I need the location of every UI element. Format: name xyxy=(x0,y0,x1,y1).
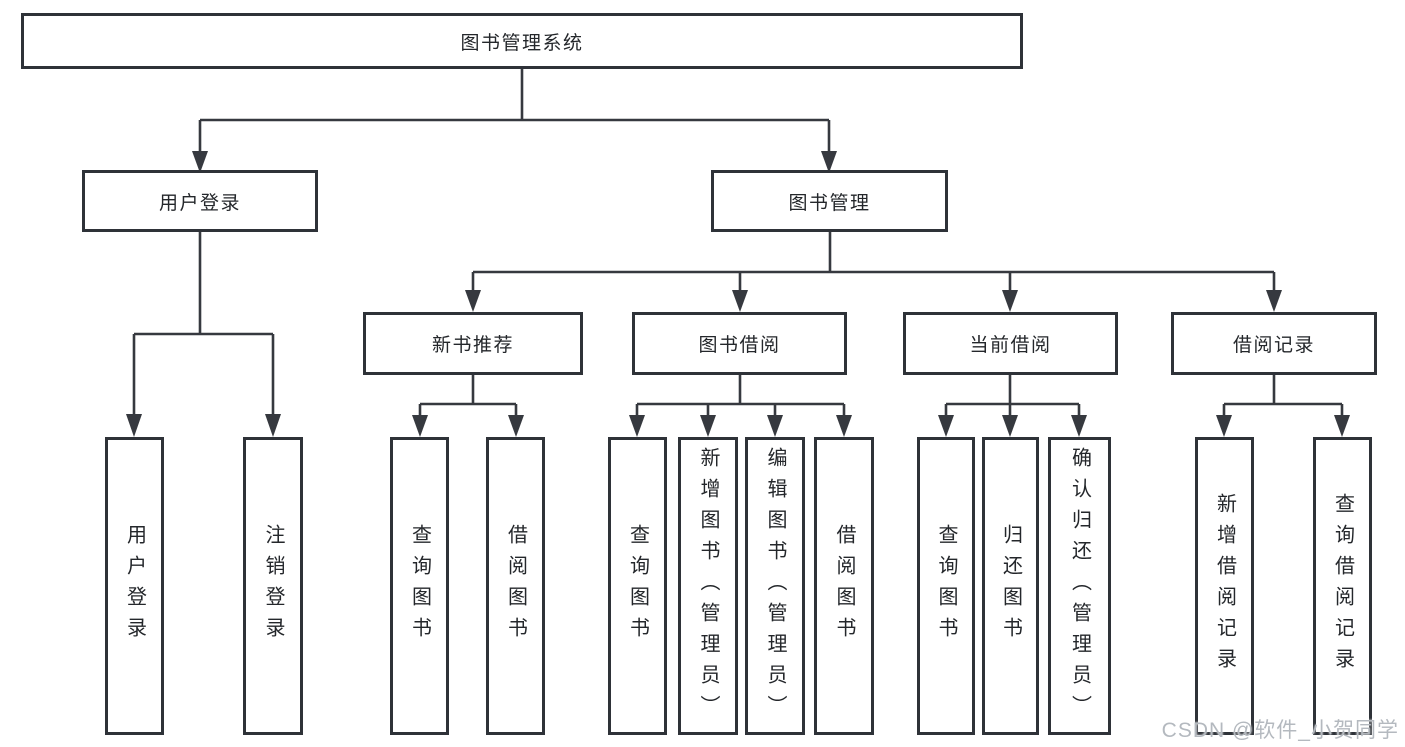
node-library-management-system: 图书管理系统 xyxy=(21,13,1023,69)
node-book-management: 图书管理 xyxy=(711,170,948,232)
node-label: 借阅图书 xyxy=(504,524,527,648)
leaf-edit-book-admin: 编辑图书（管理员） xyxy=(745,437,805,735)
node-label: 注销登录 xyxy=(262,524,284,648)
node-borrowing-records: 借阅记录 xyxy=(1171,312,1377,375)
node-label: 新书推荐 xyxy=(431,335,514,356)
node-label: 图书借阅 xyxy=(698,335,781,356)
node-label: 图书管理 xyxy=(788,192,871,214)
node-label: 新增借阅记录 xyxy=(1213,493,1236,679)
node-label: 用户登录 xyxy=(123,524,146,648)
node-label: 编辑图书（管理员） xyxy=(764,446,786,726)
connector-current-borrowing-to-leaves xyxy=(938,375,1087,437)
connector-book-management-to-level3 xyxy=(465,232,1282,312)
node-label: 查询借阅记录 xyxy=(1331,493,1354,679)
leaf-add-book-admin: 新增图书（管理员） xyxy=(678,437,738,735)
connector-book-borrowing-to-leaves xyxy=(629,375,852,437)
connector-new-book-recommendation-to-leaves xyxy=(412,375,524,437)
node-label: 归还图书 xyxy=(999,524,1022,648)
node-current-borrowing: 当前借阅 xyxy=(903,312,1118,375)
node-user-login: 用户登录 xyxy=(82,170,318,232)
connector-user-login-to-leaves xyxy=(126,232,281,437)
node-new-book-recommendation: 新书推荐 xyxy=(363,312,583,375)
node-label: 借阅记录 xyxy=(1232,335,1315,356)
leaf-query-books-borrowing: 查询图书 xyxy=(608,437,667,735)
leaf-add-borrow-record: 新增借阅记录 xyxy=(1195,437,1254,735)
connector-borrowing-records-to-leaves xyxy=(1216,375,1350,437)
node-label: 确认归还（管理员） xyxy=(1068,446,1091,726)
leaf-user-login: 用户登录 xyxy=(105,437,164,735)
node-book-borrowing: 图书借阅 xyxy=(632,312,847,375)
leaf-return-books: 归还图书 xyxy=(982,437,1039,735)
node-label: 查询图书 xyxy=(408,524,431,648)
node-label: 新增图书（管理员） xyxy=(697,446,719,726)
connector-root-to-level2 xyxy=(192,69,837,173)
leaf-logout: 注销登录 xyxy=(243,437,303,735)
leaf-borrow-books-recommendation: 借阅图书 xyxy=(486,437,545,735)
leaf-confirm-return-admin: 确认归还（管理员） xyxy=(1048,437,1111,735)
node-label: 查询图书 xyxy=(935,524,957,648)
leaf-borrow-books: 借阅图书 xyxy=(814,437,874,735)
node-label: 用户登录 xyxy=(158,192,241,214)
node-label: 借阅图书 xyxy=(833,524,855,648)
node-label: 图书管理系统 xyxy=(460,32,584,54)
leaf-query-borrow-record: 查询借阅记录 xyxy=(1313,437,1372,735)
csdn-watermark: CSDN @软件_小贺同学 xyxy=(1161,719,1399,742)
node-label: 查询图书 xyxy=(626,524,649,648)
leaf-query-books-recommendation: 查询图书 xyxy=(390,437,449,735)
leaf-query-books-current: 查询图书 xyxy=(917,437,975,735)
node-label: 当前借阅 xyxy=(969,335,1052,356)
